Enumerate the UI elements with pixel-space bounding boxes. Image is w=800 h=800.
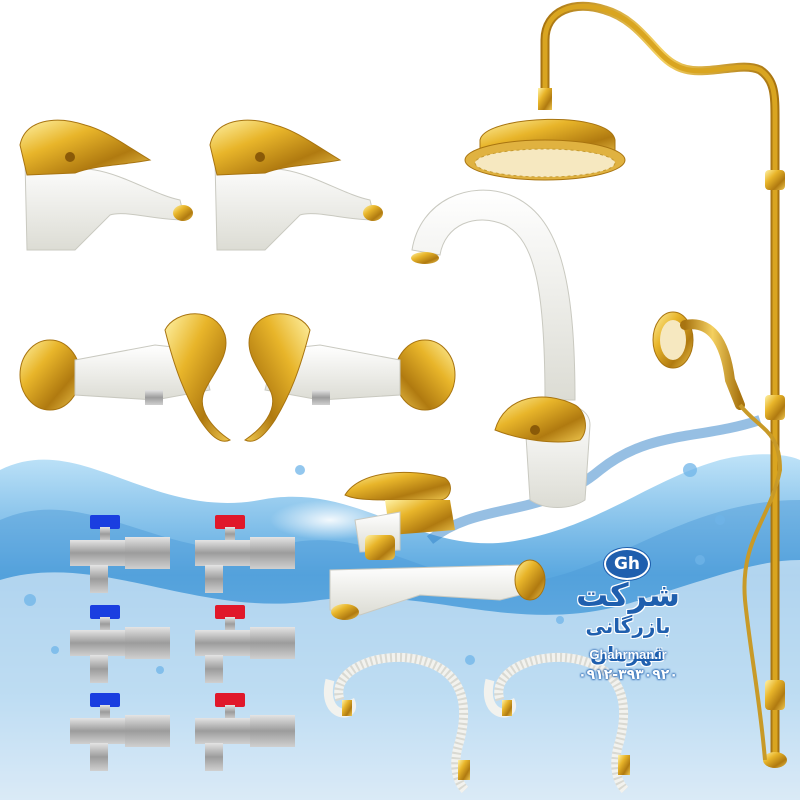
shower-hose-icon [483,652,630,794]
logo-website: Ghahrman.ir [589,647,667,662]
logo-phone: ۰۹۱۲-۳۹۳۰۹۲۰ [578,667,678,683]
angle-valve-icon [70,693,170,771]
shower-hose-icon [323,652,470,794]
logo-badge: Gh [604,548,650,580]
bath-mixer-icon [329,471,546,620]
wall-mixer-icon [244,313,456,442]
angle-valve-icon [70,515,170,593]
company-logo: Gh شرکت بازرگانی قهرمان Ghahrman.ir ۰۹۱۲… [566,548,690,698]
basin-faucet-icon [19,119,193,251]
angle-valve-icon [195,693,295,771]
shower-column-icon [464,1,787,768]
angle-valve-icon [195,515,295,593]
logo-title: شرکت [576,576,680,614]
wall-mixer-icon [19,313,231,442]
angle-valve-icon [70,605,170,683]
basin-faucet-icon [209,119,383,251]
kitchen-faucet-icon [411,189,591,508]
angle-valve-icon [195,605,295,683]
logo-subtitle: بازرگانی قهرمان [585,614,671,666]
